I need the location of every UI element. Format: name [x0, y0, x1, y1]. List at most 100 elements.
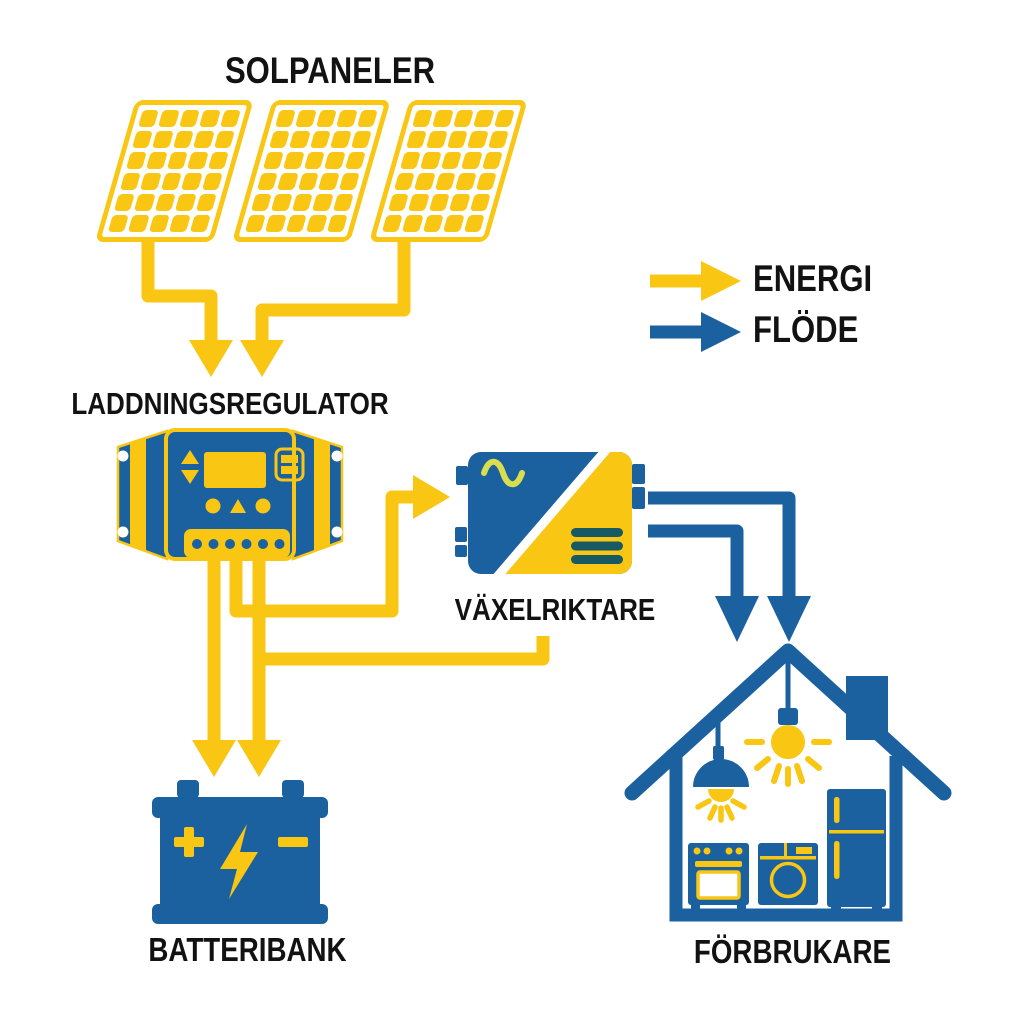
solar-cell	[332, 194, 354, 211]
solar-cell	[283, 152, 305, 169]
controller-port-icon	[274, 447, 305, 482]
minus-sign	[278, 837, 308, 847]
inverter-tab	[456, 466, 468, 485]
solar-cell	[277, 173, 299, 190]
solar-cell	[326, 215, 348, 232]
lightning-bolt-icon	[220, 824, 258, 899]
controller-up-arrow	[181, 450, 199, 464]
solar-cell	[158, 110, 180, 127]
solar-cell	[295, 110, 317, 127]
solar-cell	[487, 131, 509, 148]
legend-flow-arrow	[650, 312, 741, 352]
charge-controller-label: LADDNINGSREGULATOR	[71, 386, 389, 421]
solar-cell	[187, 152, 209, 169]
terminal-dot	[241, 539, 252, 549]
solar-cell	[152, 131, 174, 148]
solar-cell	[169, 215, 191, 232]
battery-bank-label: BATTERIBANK	[148, 931, 347, 968]
controller-port-bar	[281, 466, 298, 474]
solar-cell	[219, 110, 241, 127]
controller-button	[255, 498, 271, 514]
solar-panel	[95, 100, 254, 242]
solar-cell	[265, 215, 287, 232]
plus-sign	[184, 827, 194, 857]
solar-cell	[381, 215, 404, 232]
solar-cell	[411, 110, 434, 127]
battery-icon	[152, 780, 328, 924]
inverter-vent	[571, 555, 623, 564]
solar-cell	[201, 173, 223, 190]
terminal-dot	[208, 539, 219, 549]
wire-controller-branch-right	[259, 636, 550, 666]
solar-cell	[318, 173, 340, 190]
controller-port-bar	[281, 455, 298, 463]
solar-cell	[387, 194, 410, 211]
solar-panel-array	[95, 100, 528, 242]
solar-cell	[440, 152, 462, 169]
inverter-label: VÄXELRIKTARE	[454, 592, 656, 627]
solar-cell	[256, 173, 279, 190]
solar-cell	[189, 215, 211, 232]
solar-cell	[420, 152, 442, 169]
solar-panel	[232, 100, 391, 242]
solar-cell	[107, 215, 130, 232]
solar-cell	[473, 110, 495, 127]
inverter-tab	[455, 527, 467, 542]
solar-cell	[324, 152, 346, 169]
stove-icon	[688, 843, 749, 911]
controller-button-triangle	[230, 499, 246, 513]
solar-cell	[291, 194, 313, 211]
walls-floor	[669, 756, 903, 922]
solar-cell	[213, 131, 235, 148]
solar-cell	[244, 215, 267, 232]
solar-cell	[408, 194, 430, 211]
solar-cell	[356, 110, 378, 127]
solar-cell	[338, 173, 360, 190]
wire-inverter-to-house-upper	[648, 491, 811, 642]
solar-cell	[443, 215, 465, 232]
solar-cell	[350, 131, 372, 148]
solar-cell	[330, 131, 352, 148]
fridge-icon	[827, 789, 886, 913]
solar-cell	[154, 194, 176, 211]
controller-screw-hole	[331, 526, 343, 538]
solar-cell	[137, 110, 160, 127]
washing-machine-icon	[758, 843, 818, 905]
controller-right-stripe	[314, 438, 330, 552]
controller-display	[204, 452, 266, 488]
inverter-vent	[571, 528, 623, 537]
battery-bottom-rail	[152, 904, 328, 924]
solar-cell	[469, 194, 491, 211]
solar-cell	[140, 173, 162, 190]
controller-screw-hole	[117, 526, 129, 538]
solar-cell	[146, 152, 168, 169]
controller-terminal-block	[184, 529, 290, 558]
solar-cell	[125, 152, 148, 169]
terminal-dot	[192, 539, 202, 549]
solar-cell	[175, 194, 197, 211]
solar-cell	[199, 110, 221, 127]
solar-cell	[285, 215, 307, 232]
solar-cell	[306, 215, 328, 232]
wire-panel1-to-controller	[141, 240, 233, 377]
solar-cell	[434, 173, 456, 190]
pendant-lamp-icon	[693, 712, 749, 823]
inverter-tab	[632, 464, 645, 484]
solar-cell	[193, 131, 215, 148]
solar-cell	[467, 131, 489, 148]
solar-cell	[172, 131, 195, 148]
solar-cell	[426, 131, 448, 148]
solar-cell	[250, 194, 273, 211]
solar-cell	[262, 152, 285, 169]
terminal-dot	[258, 539, 268, 549]
solar-cell	[195, 194, 217, 211]
solar-cell	[475, 173, 497, 190]
solar-cell	[315, 110, 338, 127]
solar-cell	[493, 110, 515, 127]
solar-cell	[455, 173, 477, 190]
wire-controller-to-battery-right	[237, 560, 281, 777]
wire-panel3-to-controller	[240, 240, 411, 377]
solar-cell	[271, 194, 293, 211]
solar-cell	[160, 173, 182, 190]
